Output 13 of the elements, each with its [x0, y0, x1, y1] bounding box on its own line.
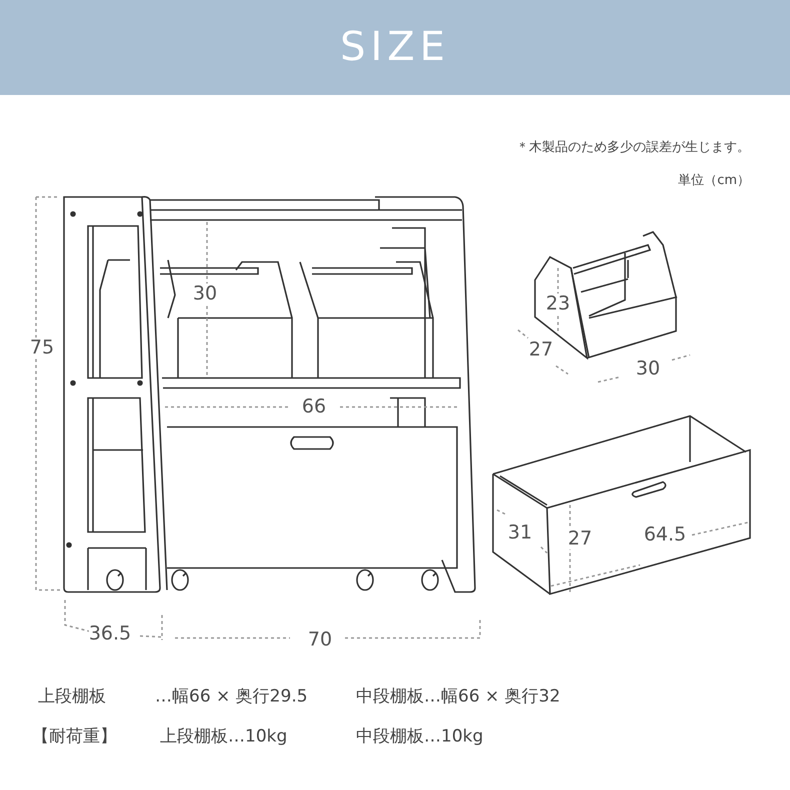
dimension-label: 23 [546, 294, 570, 314]
load-text: 上段棚板…10kg [160, 728, 288, 746]
dimension-label: 30 [192, 284, 218, 304]
note-text: ＊木製品のため多少の誤差が生じます。 [516, 140, 750, 156]
load-text: 中段棚板…10kg [356, 728, 484, 746]
dimension-label: 75 [30, 338, 54, 358]
unit-text: 単位（cm） [678, 174, 750, 188]
page-title: SIZE [340, 24, 450, 70]
spec-label: 上段棚板 [38, 688, 106, 706]
load-heading: 【耐荷重】 [32, 728, 117, 746]
dimension-label: 27 [568, 528, 592, 550]
spec-text: …幅66 × 奥行29.5 [155, 688, 308, 706]
spec-text: 中段棚板…幅66 × 奥行32 [356, 688, 560, 706]
